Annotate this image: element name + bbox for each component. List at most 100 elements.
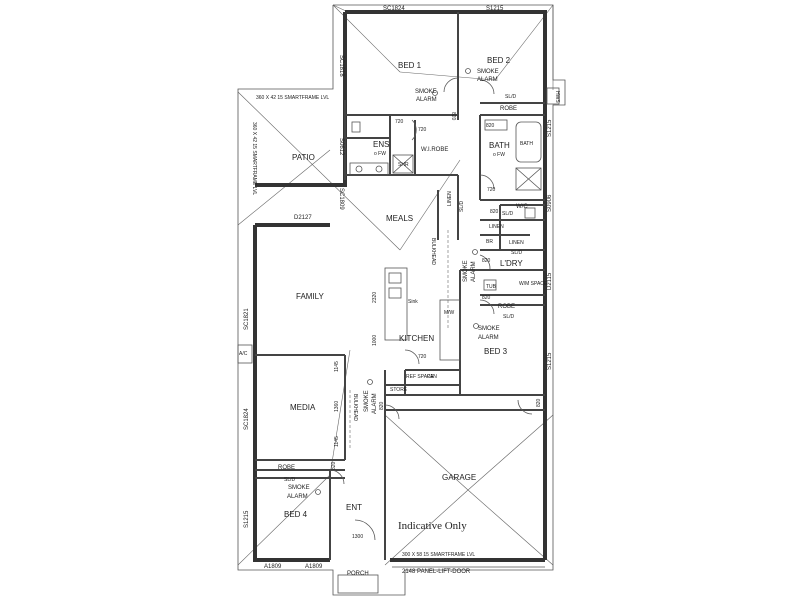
label-ldry: L'DRY bbox=[500, 259, 523, 268]
label-bed3: BED 3 bbox=[484, 347, 508, 356]
robe-bed3: ROBE bbox=[498, 304, 515, 310]
sld-bed3: SL/D bbox=[503, 314, 515, 320]
robe-bed2: ROBE bbox=[500, 106, 517, 112]
dim-820b: 820 bbox=[450, 112, 456, 121]
fw-bath: o FW bbox=[493, 152, 505, 158]
bulkhead-kitchen: BULKHEAD bbox=[430, 238, 436, 265]
pan-label: PAN bbox=[427, 374, 437, 380]
dim-720c: 720 bbox=[487, 187, 496, 193]
fw-ens: o FW bbox=[374, 151, 386, 157]
label-wirobe: W.I.ROBE bbox=[421, 147, 448, 153]
label-bed4: BED 4 bbox=[284, 510, 308, 519]
sld-bed4: SL/D bbox=[284, 477, 296, 483]
window-s0906: S0906 bbox=[547, 194, 553, 212]
roof-outline bbox=[237, 4, 566, 596]
window-s0612: S0612 bbox=[338, 138, 344, 156]
beam-patio-side: 360 X 42 15 SMARTFRAME LVL bbox=[251, 122, 257, 195]
store-label: STORE bbox=[390, 387, 408, 393]
label-family: FAMILY bbox=[296, 292, 325, 301]
smoke-alarm-bed2-b: ALARM bbox=[477, 77, 498, 83]
mw-label: M/W bbox=[444, 310, 455, 316]
br-label: BR bbox=[486, 239, 493, 245]
fixtures bbox=[237, 77, 560, 594]
indicative-note: Indicative Only bbox=[398, 520, 467, 532]
dim-1145a: 1145 bbox=[334, 361, 340, 372]
window-sc1818: SC1818 bbox=[338, 55, 344, 77]
dim-1360: 1360 bbox=[334, 401, 340, 412]
label-patio: PATIO bbox=[292, 153, 315, 162]
label-ent: ENT bbox=[346, 503, 362, 512]
robe-bed4: ROBE bbox=[278, 465, 295, 471]
internal-walls bbox=[255, 12, 545, 560]
window-codes: SC1824 S1215 SC1818 S0612 SC1809 D2127 S… bbox=[244, 6, 553, 575]
door-d2115: D2115 bbox=[547, 272, 553, 290]
beam-notes: 360 X 42 15 SMARTFRAME LVL 360 X 42 15 S… bbox=[251, 95, 475, 558]
beam-patio-top: 360 X 42 15 SMARTFRAME LVL bbox=[256, 95, 329, 101]
smoke-alarm-bed3-a: SMOKE bbox=[478, 326, 500, 332]
fixture-labels: SMOKE ALARM SMOKE ALARM SMOKE ALARM SMOK… bbox=[239, 69, 560, 500]
dim-820c: 820 bbox=[490, 209, 499, 215]
smoke-alarm-hall-a: SMOKE bbox=[463, 260, 469, 282]
wm-label: W/M SPACE bbox=[519, 281, 548, 287]
window-s1215-left: S1215 bbox=[244, 510, 250, 528]
sld-wc: SL/D bbox=[502, 211, 514, 217]
shr-ens: SHR bbox=[398, 162, 409, 168]
window-s1215-right-bottom: S1215 bbox=[547, 352, 553, 370]
window-sc1821: SC1821 bbox=[244, 308, 250, 330]
label-ens: ENS bbox=[373, 140, 389, 149]
smoke-alarm-bed4-a: SMOKE bbox=[288, 485, 310, 491]
dimension-labels: 720 720 720 720 820 820 820 820 820 820 … bbox=[331, 112, 542, 540]
dim-1000: 1000 bbox=[372, 335, 378, 346]
sld-bed2: SL/D bbox=[505, 94, 517, 100]
window-sc1824-left: SC1824 bbox=[244, 408, 250, 430]
sld-ldry: SL/D bbox=[511, 250, 523, 256]
window-top-left: SC1824 bbox=[383, 6, 405, 12]
beam-garage: 300 X 58 15 SMARTFRAME LVL bbox=[402, 552, 475, 558]
dim-820d: 820 bbox=[482, 258, 491, 264]
smoke-alarm-ent-a: SMOKE bbox=[364, 390, 370, 412]
sld-hall: SL/D bbox=[459, 200, 465, 212]
dim-820e: 820 bbox=[482, 295, 491, 301]
smoke-alarm-bed4-b: ALARM bbox=[287, 494, 308, 500]
garage-panel-lift-door: 2148 PANEL-LIFT-DOOR bbox=[402, 569, 471, 575]
dim-1145b: 1145 bbox=[334, 436, 340, 447]
door-d2127: D2127 bbox=[294, 215, 312, 221]
label-bed2: BED 2 bbox=[487, 56, 511, 65]
label-bath: BATH bbox=[489, 141, 510, 150]
dim-1300: 1300 bbox=[352, 534, 363, 540]
smoke-alarm-ent-b: ALARM bbox=[372, 393, 378, 414]
smoke-alarm-bed1-b: ALARM bbox=[416, 97, 437, 103]
window-a1809-b: A1809 bbox=[305, 564, 323, 570]
label-wc: W/C bbox=[516, 204, 528, 210]
label-kitchen: KITCHEN bbox=[399, 334, 434, 343]
linen-wc: LINEN bbox=[489, 224, 504, 230]
dim-820g: 820 bbox=[536, 398, 542, 407]
room-labels: BED 1 BED 2 BED 3 BED 4 ENS W.I.ROBE BAT… bbox=[284, 56, 528, 577]
smoke-alarm-bed1-a: SMOKE bbox=[415, 89, 437, 95]
sink-label: Sink bbox=[408, 299, 418, 305]
window-top-right: S1215 bbox=[486, 6, 504, 12]
label-media: MEDIA bbox=[290, 403, 316, 412]
linen-ldry: LINEN bbox=[509, 240, 524, 246]
smoke-alarm-symbols bbox=[315, 68, 479, 495]
dim-720a: 720 bbox=[395, 119, 404, 125]
dim-820a: 820 bbox=[486, 123, 495, 129]
window-a1809-a: A1809 bbox=[264, 564, 282, 570]
smoke-alarm-bed3-b: ALARM bbox=[478, 335, 499, 341]
smoke-alarm-hall-b: ALARM bbox=[471, 261, 477, 282]
dim-720b: 720 bbox=[418, 127, 427, 133]
external-walls bbox=[253, 10, 547, 562]
dim-820h: 820 bbox=[331, 461, 337, 470]
ac-label: A/C bbox=[239, 351, 248, 357]
ref-space-label: REF SPACE bbox=[406, 374, 435, 380]
window-sc1809: SC1809 bbox=[338, 188, 344, 210]
label-bed1: BED 1 bbox=[398, 61, 422, 70]
smoke-alarm-bed2-a: SMOKE bbox=[477, 69, 499, 75]
linen-hall: LINEN bbox=[447, 191, 453, 206]
label-porch: PORCH bbox=[347, 571, 369, 577]
window-s1215-right-top: S1215 bbox=[547, 119, 553, 137]
tub-label: TUB bbox=[486, 284, 497, 290]
dim-2320: 2320 bbox=[372, 292, 378, 303]
bulkhead-media: BULKHEAD bbox=[352, 394, 358, 421]
